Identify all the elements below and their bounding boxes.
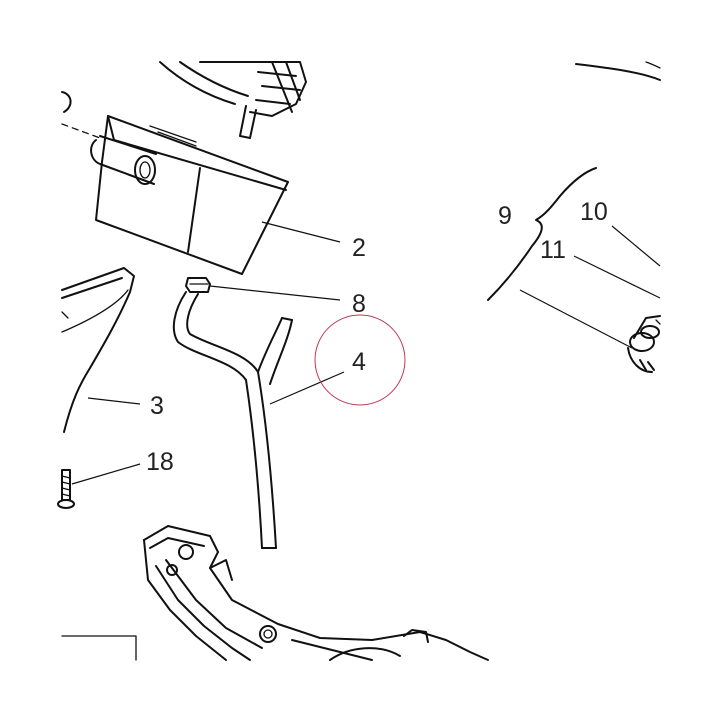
leader-2	[261, 221, 341, 243]
part-9-10-11-valve-assembly	[627, 315, 661, 373]
top-left-dashed-axis	[61, 123, 101, 139]
part-2-housing	[90, 115, 289, 275]
part-4-hose	[172, 291, 293, 549]
part-8-fitting	[185, 277, 211, 293]
callout-4: 4	[352, 348, 366, 376]
bottom-casing-assembly	[143, 525, 489, 661]
callout-3: 3	[150, 392, 164, 420]
callout-2: 2	[352, 234, 366, 262]
callout-11: 11	[540, 236, 566, 264]
upper-frame-assembly	[159, 61, 307, 139]
leader-9-valve	[519, 289, 633, 349]
part-3-side-cover	[61, 267, 135, 433]
part-18-screw	[57, 469, 75, 509]
leader-10	[611, 225, 661, 267]
top-right-panel-fragment	[575, 61, 661, 81]
highlight-circle-4	[314, 314, 406, 406]
leader-18	[71, 463, 141, 485]
group-brace-9	[487, 167, 597, 301]
callout-9: 9	[498, 202, 512, 230]
top-left-ring-fragment	[61, 91, 72, 113]
callout-18: 18	[146, 448, 174, 476]
leader-4	[269, 371, 345, 405]
leader-8	[209, 285, 341, 301]
callout-8: 8	[352, 290, 366, 318]
leader-11	[573, 255, 661, 299]
callout-10: 10	[580, 198, 608, 226]
bottom-left-panel-fragment	[61, 635, 137, 661]
leader-3	[87, 397, 141, 405]
